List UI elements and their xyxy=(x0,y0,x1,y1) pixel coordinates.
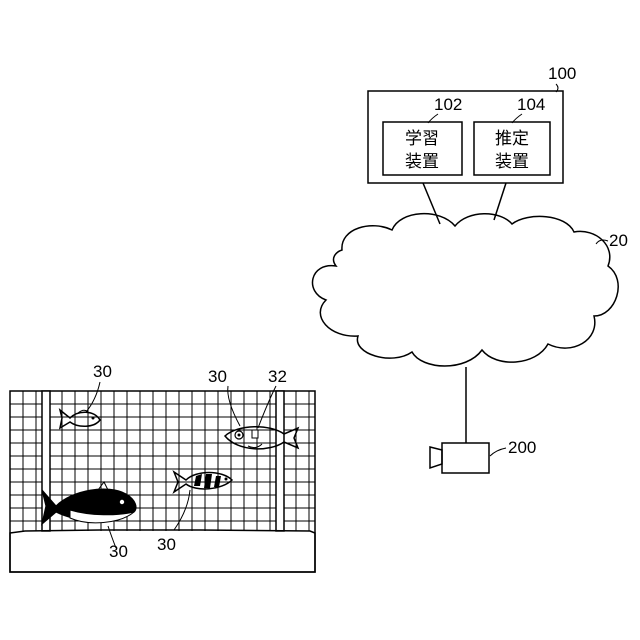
leader-middle-fish xyxy=(174,490,190,530)
fish-tag-32 xyxy=(252,430,258,438)
estimation-device-line1: 推定 xyxy=(495,129,529,149)
learning-device-ref: 102 xyxy=(434,95,462,114)
system-box-group: 100 102 学習 装置 104 推定 装置 xyxy=(368,64,576,183)
camera-lens xyxy=(430,447,442,468)
net-post-right xyxy=(276,391,284,531)
leader-top-right-fish xyxy=(228,386,240,426)
label-small-fish: 30 xyxy=(93,362,112,381)
fish-pen-scene: 30 30 32 30 30 xyxy=(10,362,315,572)
leader-marker-32 xyxy=(258,386,276,428)
estimation-device-ref: 104 xyxy=(517,95,545,114)
network-cloud xyxy=(313,214,619,366)
network-ref-label: 20 xyxy=(609,231,628,250)
learning-device-line2: 装置 xyxy=(405,152,439,172)
learning-device-line1: 学習 xyxy=(405,129,439,149)
label-middle-fish: 30 xyxy=(157,535,176,554)
label-tuna: 30 xyxy=(109,542,128,561)
camera-leader xyxy=(490,448,506,456)
camera-body xyxy=(442,443,489,473)
camera-group: 200 xyxy=(430,438,536,473)
camera-ref-label: 200 xyxy=(508,438,536,457)
tuna-fish xyxy=(42,482,136,524)
label-top-right-fish: 30 xyxy=(208,367,227,386)
small-fish xyxy=(60,410,100,428)
estimation-device-line2: 装置 xyxy=(495,152,529,172)
link-system-cloud-left xyxy=(423,183,440,224)
system-ref-label: 100 xyxy=(548,64,576,83)
label-marker-32: 32 xyxy=(268,367,287,386)
